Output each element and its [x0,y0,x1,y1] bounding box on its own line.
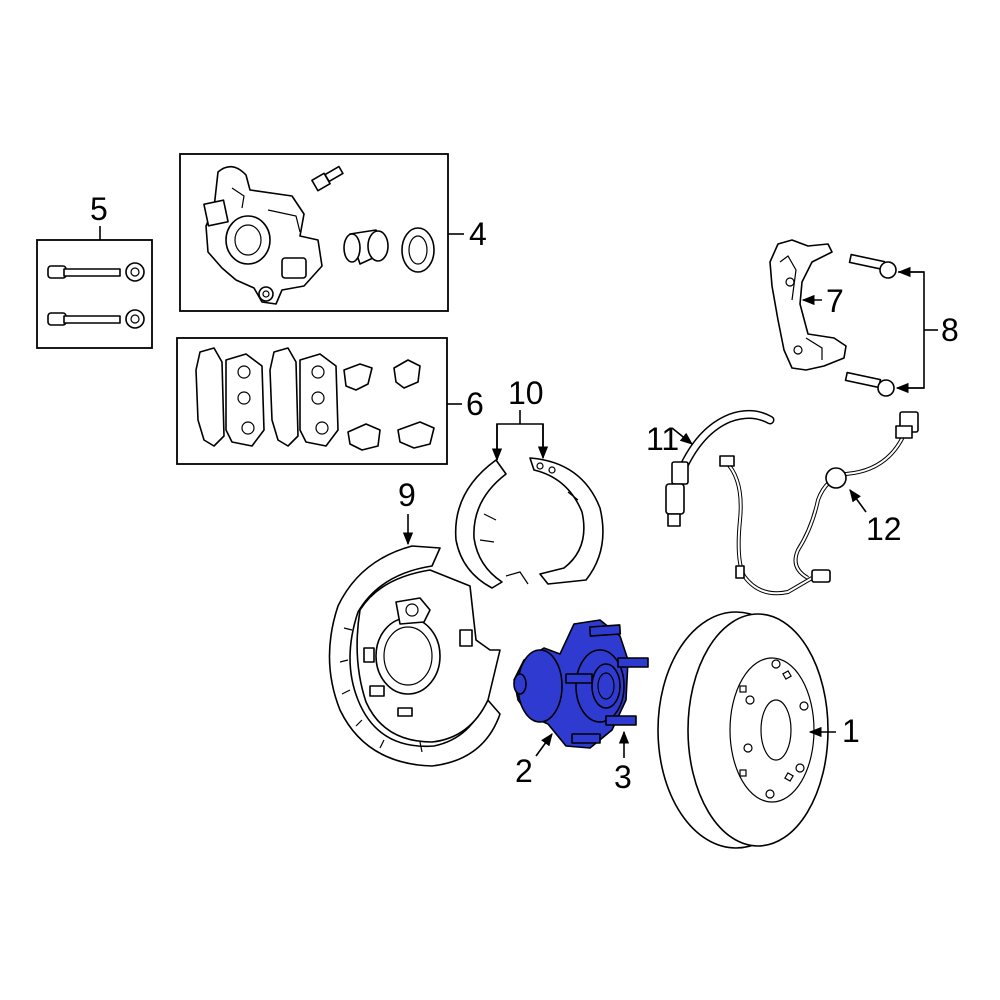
part-6-box [176,337,448,465]
part-8-bracket-bolts[interactable] [844,253,938,397]
caliper-body [203,165,323,305]
bleeder-screw [311,165,344,192]
part-12-abs-sensor[interactable] [719,411,919,596]
pad-clips [343,359,435,451]
bracket-bolt-lower [844,371,895,397]
part-2-hub-bearing-highlighted[interactable] [513,619,649,757]
callout-10[interactable]: 10 [508,375,544,411]
part-10-leader [496,423,544,452]
part-4-box [179,153,449,312]
bracket-bolt-upper [848,253,897,279]
callout-8[interactable]: 8 [941,312,959,348]
callout-6[interactable]: 6 [466,386,484,422]
part-5-caliper-bolts-group[interactable] [36,226,153,349]
piston-seal [401,227,435,273]
bolt-upper [47,262,145,282]
pad-set-left [195,347,265,447]
part-6-brake-pads-group[interactable] [176,337,462,465]
callout-1[interactable]: 1 [842,713,860,749]
part-7-caliper-bracket[interactable] [769,239,847,371]
part-8-bracket-line [898,271,925,389]
callout-labels: 1 2 3 4 5 6 7 8 9 10 11 12 [90,191,959,795]
callout-7[interactable]: 7 [826,283,844,319]
callout-9[interactable]: 9 [398,477,416,513]
part-10-parking-brake-shoes[interactable] [454,410,604,589]
callout-2[interactable]: 2 [515,753,533,789]
part-5-box [36,239,153,349]
callout-3[interactable]: 3 [614,759,632,795]
callout-5[interactable]: 5 [90,191,108,227]
rotor-holes [739,659,809,799]
caliper-piston [343,229,389,265]
part-2-leader [535,732,553,757]
callout-11[interactable]: 11 [646,421,679,457]
part-11-brake-hose[interactable] [665,410,775,527]
part-9-dust-shield[interactable] [328,514,501,767]
part-12-leader [849,488,867,513]
part-1-brake-rotor[interactable] [657,611,836,849]
part-4-caliper-group[interactable] [179,153,464,312]
part-11-leader [671,427,693,445]
bolt-lower [47,309,145,329]
callout-12[interactable]: 12 [866,511,902,547]
pad-set-right [269,347,339,447]
callout-4[interactable]: 4 [469,216,487,252]
